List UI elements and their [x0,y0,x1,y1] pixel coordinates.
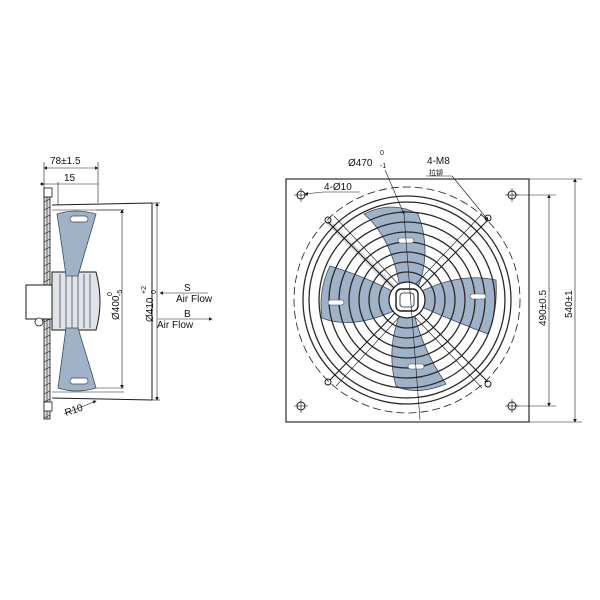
guard-dia-tol-upper: 0 [380,150,384,157]
guard-dia-label: Ø470 [348,158,373,169]
dim-depth-label: 78±1.5 [50,156,81,167]
side-motor [25,271,101,331]
bolt-label: 4-M8 [427,156,450,167]
side-blade-top [56,210,97,277]
side-blade-bottom [57,327,97,392]
holes-label: 4-Ø10 [324,182,352,193]
radius-label: R10 [64,403,85,419]
dim-dia400-tol-upper: 0 [107,292,114,296]
dim-dia410-tol-upper: +2 [141,286,148,294]
side-bolt-bottom [43,401,53,412]
bolt-note: 拉铆 [429,168,443,177]
front-hub [388,281,426,319]
dim-offset-label: 15 [64,173,76,184]
airflow-s-text: Air Flow [176,294,213,305]
airflow-s-letter: S [184,283,191,294]
side-view: 78±1.5 15 Ø400 0 -5 Ø410 +2 0 S Air Flow… [25,156,213,420]
blade-slot-marks [327,237,487,370]
dim-dia400-label: Ø400 [111,295,122,320]
dim-dia410-label: Ø410 [145,297,156,322]
inner-dim-label: 490±0.5 [538,289,549,326]
hole-bottom-left [294,399,308,413]
front-view: Ø470 0 -1 4-M8 拉铆 4-Ø10 490±0.5 540±1 [285,150,582,423]
guard-dia-tol-lower: -1 [380,163,386,170]
airflow-b-letter: B [184,309,191,320]
front-guard-rings [302,195,512,405]
front-guard-struts [324,213,492,389]
outer-dim-label: 540±1 [564,290,575,318]
opening-circle [293,186,521,414]
dim-dia400-tol-lower: -5 [117,290,124,296]
side-bolt-top [43,187,53,198]
dim-dia410-tol-lower: 0 [151,290,158,294]
airflow-b-text: Air Flow [157,320,194,331]
